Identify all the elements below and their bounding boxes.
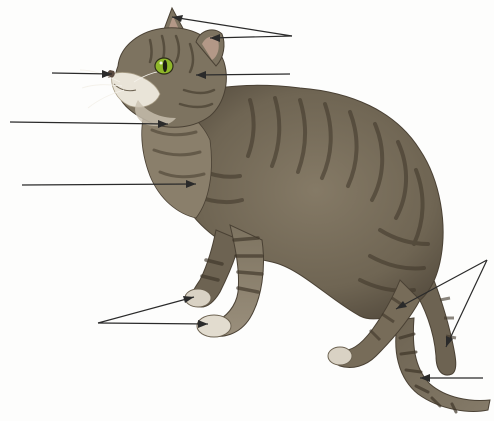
cat-front-legs <box>185 225 264 337</box>
pointer-line-paw-far <box>98 297 194 323</box>
cat-head <box>80 8 226 127</box>
hind-paw <box>328 347 352 365</box>
pointer-line-paw-near <box>98 323 208 324</box>
pointer-line-hind-far <box>446 260 487 347</box>
